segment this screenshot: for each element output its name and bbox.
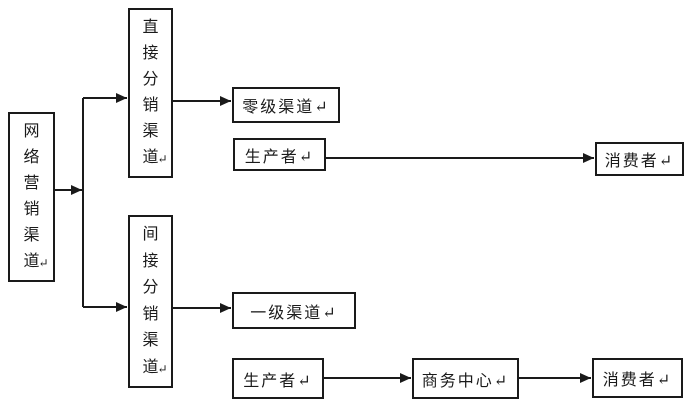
node-first-level-channel: 一级渠道↵ [232, 292, 356, 329]
vertical-char: 直 [142, 19, 159, 36]
return-mark: ↵ [157, 152, 168, 166]
vertical-char: 接 [142, 252, 159, 270]
node-consumer-bottom: 消费者↵ [592, 358, 683, 398]
vertical-char: 渠 [142, 332, 159, 350]
vertical-char: 间 [142, 226, 159, 243]
node-consumer-bottom-label: 消费者↵ [602, 372, 673, 389]
node-indirect-distribution-channel: 间接分销渠道↵ [128, 215, 173, 388]
vertical-char: 道↵ [23, 253, 49, 270]
node-producer-top: 生产者↵ [233, 138, 326, 171]
vertical-char: 接 [142, 45, 159, 62]
node-zero-level-channel-label: 零级渠道↵ [242, 99, 330, 116]
node-consumer-top: 消费者↵ [595, 142, 684, 176]
return-mark: ↵ [38, 256, 49, 270]
vertical-char: 销 [142, 305, 159, 323]
vertical-char: 络 [23, 149, 40, 166]
vertical-char: 营 [23, 175, 40, 192]
vertical-char: 渠 [142, 123, 159, 140]
node-business-center-label: 商务中心↵ [421, 372, 510, 390]
vertical-char: 分 [142, 279, 159, 297]
vertical-char: 渠 [23, 227, 40, 244]
vertical-char: 销 [23, 201, 40, 218]
node-producer-bottom: 生产者↵ [232, 358, 324, 399]
node-producer-bottom-label: 生产者↵ [243, 372, 313, 390]
return-mark: ↵ [157, 361, 168, 376]
node-zero-level-channel: 零级渠道↵ [232, 87, 340, 123]
node-business-center: 商务中心↵ [412, 358, 519, 399]
node-network-marketing-channel: 网络营销渠道↵ [8, 112, 55, 282]
vertical-char: 网 [23, 123, 40, 140]
vertical-char: 销 [142, 97, 159, 114]
node-producer-top-label: 生产者↵ [244, 148, 315, 166]
vertical-char: 道↵ [142, 358, 168, 376]
vertical-char: 道↵ [142, 149, 168, 166]
node-first-level-channel-label: 一级渠道↵ [250, 304, 338, 322]
node-direct-distribution-channel: 直接分销渠道↵ [128, 8, 173, 178]
vertical-char: 分 [142, 71, 159, 88]
node-consumer-top-label: 消费者↵ [604, 153, 675, 170]
